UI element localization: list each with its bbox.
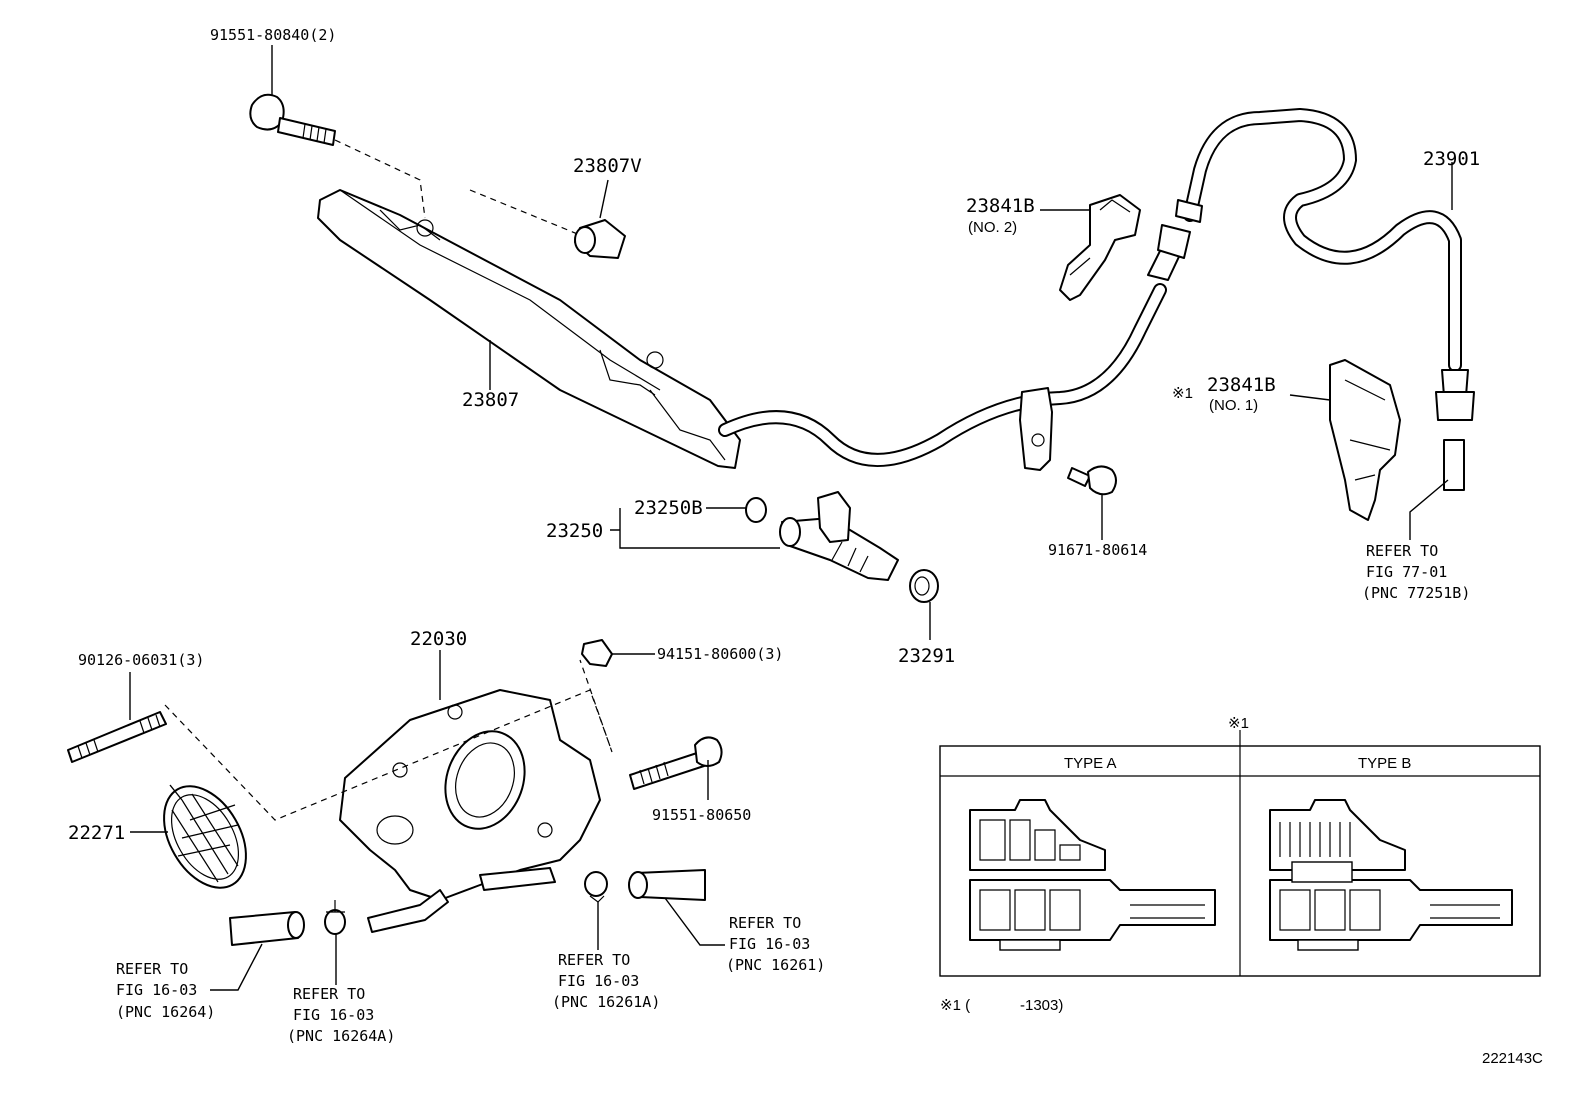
- label-no2: (NO. 2): [968, 219, 1017, 236]
- stud-90126-06031[interactable]: [67, 672, 167, 763]
- mark-1-main: ※1: [1172, 385, 1193, 402]
- bolt-91671-80614[interactable]: [1067, 465, 1117, 540]
- inset-type-b: TYPE B: [1358, 755, 1411, 772]
- refer-16261a-line1: REFER TO: [558, 951, 630, 969]
- nut-94151-80600[interactable]: [581, 639, 655, 667]
- refer-16264a-line3: (PNC 16264A): [287, 1027, 395, 1045]
- refer-16264-line3: (PNC 16264): [116, 1003, 215, 1021]
- label-23841b-no2: 23841B: [966, 195, 1035, 217]
- label-23291: 23291: [898, 645, 955, 667]
- label-23250: 23250: [546, 520, 603, 542]
- fuel-tube: [718, 240, 1185, 471]
- label-23901: 23901: [1423, 148, 1480, 170]
- clamp-23841b-no2[interactable]: [1040, 194, 1141, 301]
- inset-mark: ※1: [1228, 715, 1249, 732]
- o-ring-23250b[interactable]: [706, 497, 767, 523]
- label-90126-06031: 90126-06031(3): [78, 651, 204, 669]
- refer-16261-line3: (PNC 16261): [726, 956, 825, 974]
- refer-16261a-line3: (PNC 16261A): [552, 993, 660, 1011]
- label-22271: 22271: [68, 822, 125, 844]
- throttle-body-22030[interactable]: [339, 650, 601, 933]
- label-23841b-no1: 23841B: [1207, 374, 1276, 396]
- refer-16264a-line2: FIG 16-03: [293, 1006, 374, 1024]
- inset-footnote-range: -1303): [1020, 997, 1063, 1014]
- refer-16261-line2: FIG 16-03: [729, 935, 810, 953]
- connector-type-a: [969, 799, 1216, 951]
- refer-16261-line1: REFER TO: [729, 914, 801, 932]
- refer-16261a-line2: FIG 16-03: [558, 972, 639, 990]
- hose-refer-16261: [628, 869, 725, 946]
- pipe-refer-77-01: [1409, 439, 1465, 540]
- refer-77-01-line3: (PNC 77251B): [1362, 584, 1470, 602]
- label-23807: 23807: [462, 389, 519, 411]
- label-91551-80650: 91551-80650: [652, 806, 751, 824]
- label-91671-80614: 91671-80614: [1048, 541, 1147, 559]
- grommet-23807v[interactable]: [574, 179, 626, 259]
- clamp-23841b-no1[interactable]: [1289, 359, 1401, 521]
- injector-23250[interactable]: [779, 491, 899, 581]
- inset-type-a: TYPE A: [1064, 755, 1117, 772]
- label-91551-80840: 91551-80840(2): [210, 26, 336, 44]
- label-23250b: 23250B: [634, 497, 703, 519]
- label-no1: (NO. 1): [1209, 397, 1258, 414]
- label-23807v: 23807V: [573, 155, 642, 177]
- fuel-rail-23807[interactable]: [317, 189, 741, 469]
- hose-refer-16264: [210, 911, 305, 991]
- refer-16264a-line1: REFER TO: [293, 985, 365, 1003]
- bolt-91551-80840[interactable]: [249, 45, 336, 146]
- fuel-hose-23901[interactable]: [1157, 108, 1475, 421]
- refer-16264-line2: FIG 16-03: [116, 981, 197, 999]
- clamp-refer-16261a: [584, 871, 608, 950]
- insulator-23291[interactable]: [909, 569, 939, 640]
- clamp-refer-16264a: [324, 900, 346, 985]
- inset-footnote-mark: ※1 (: [940, 997, 970, 1014]
- figure-id: 222143C: [1482, 1050, 1543, 1067]
- label-94151-80600: 94151-80600(3): [657, 645, 783, 663]
- connector-type-b: [1269, 799, 1513, 951]
- label-22030: 22030: [410, 628, 467, 650]
- refer-77-01-line2: FIG 77-01: [1366, 563, 1447, 581]
- refer-77-01-line1: REFER TO: [1366, 542, 1438, 560]
- gasket-22271[interactable]: [130, 772, 263, 902]
- refer-16264-line1: REFER TO: [116, 960, 188, 978]
- connector-type-inset: [939, 730, 1541, 977]
- bolt-91551-80650[interactable]: [629, 736, 723, 800]
